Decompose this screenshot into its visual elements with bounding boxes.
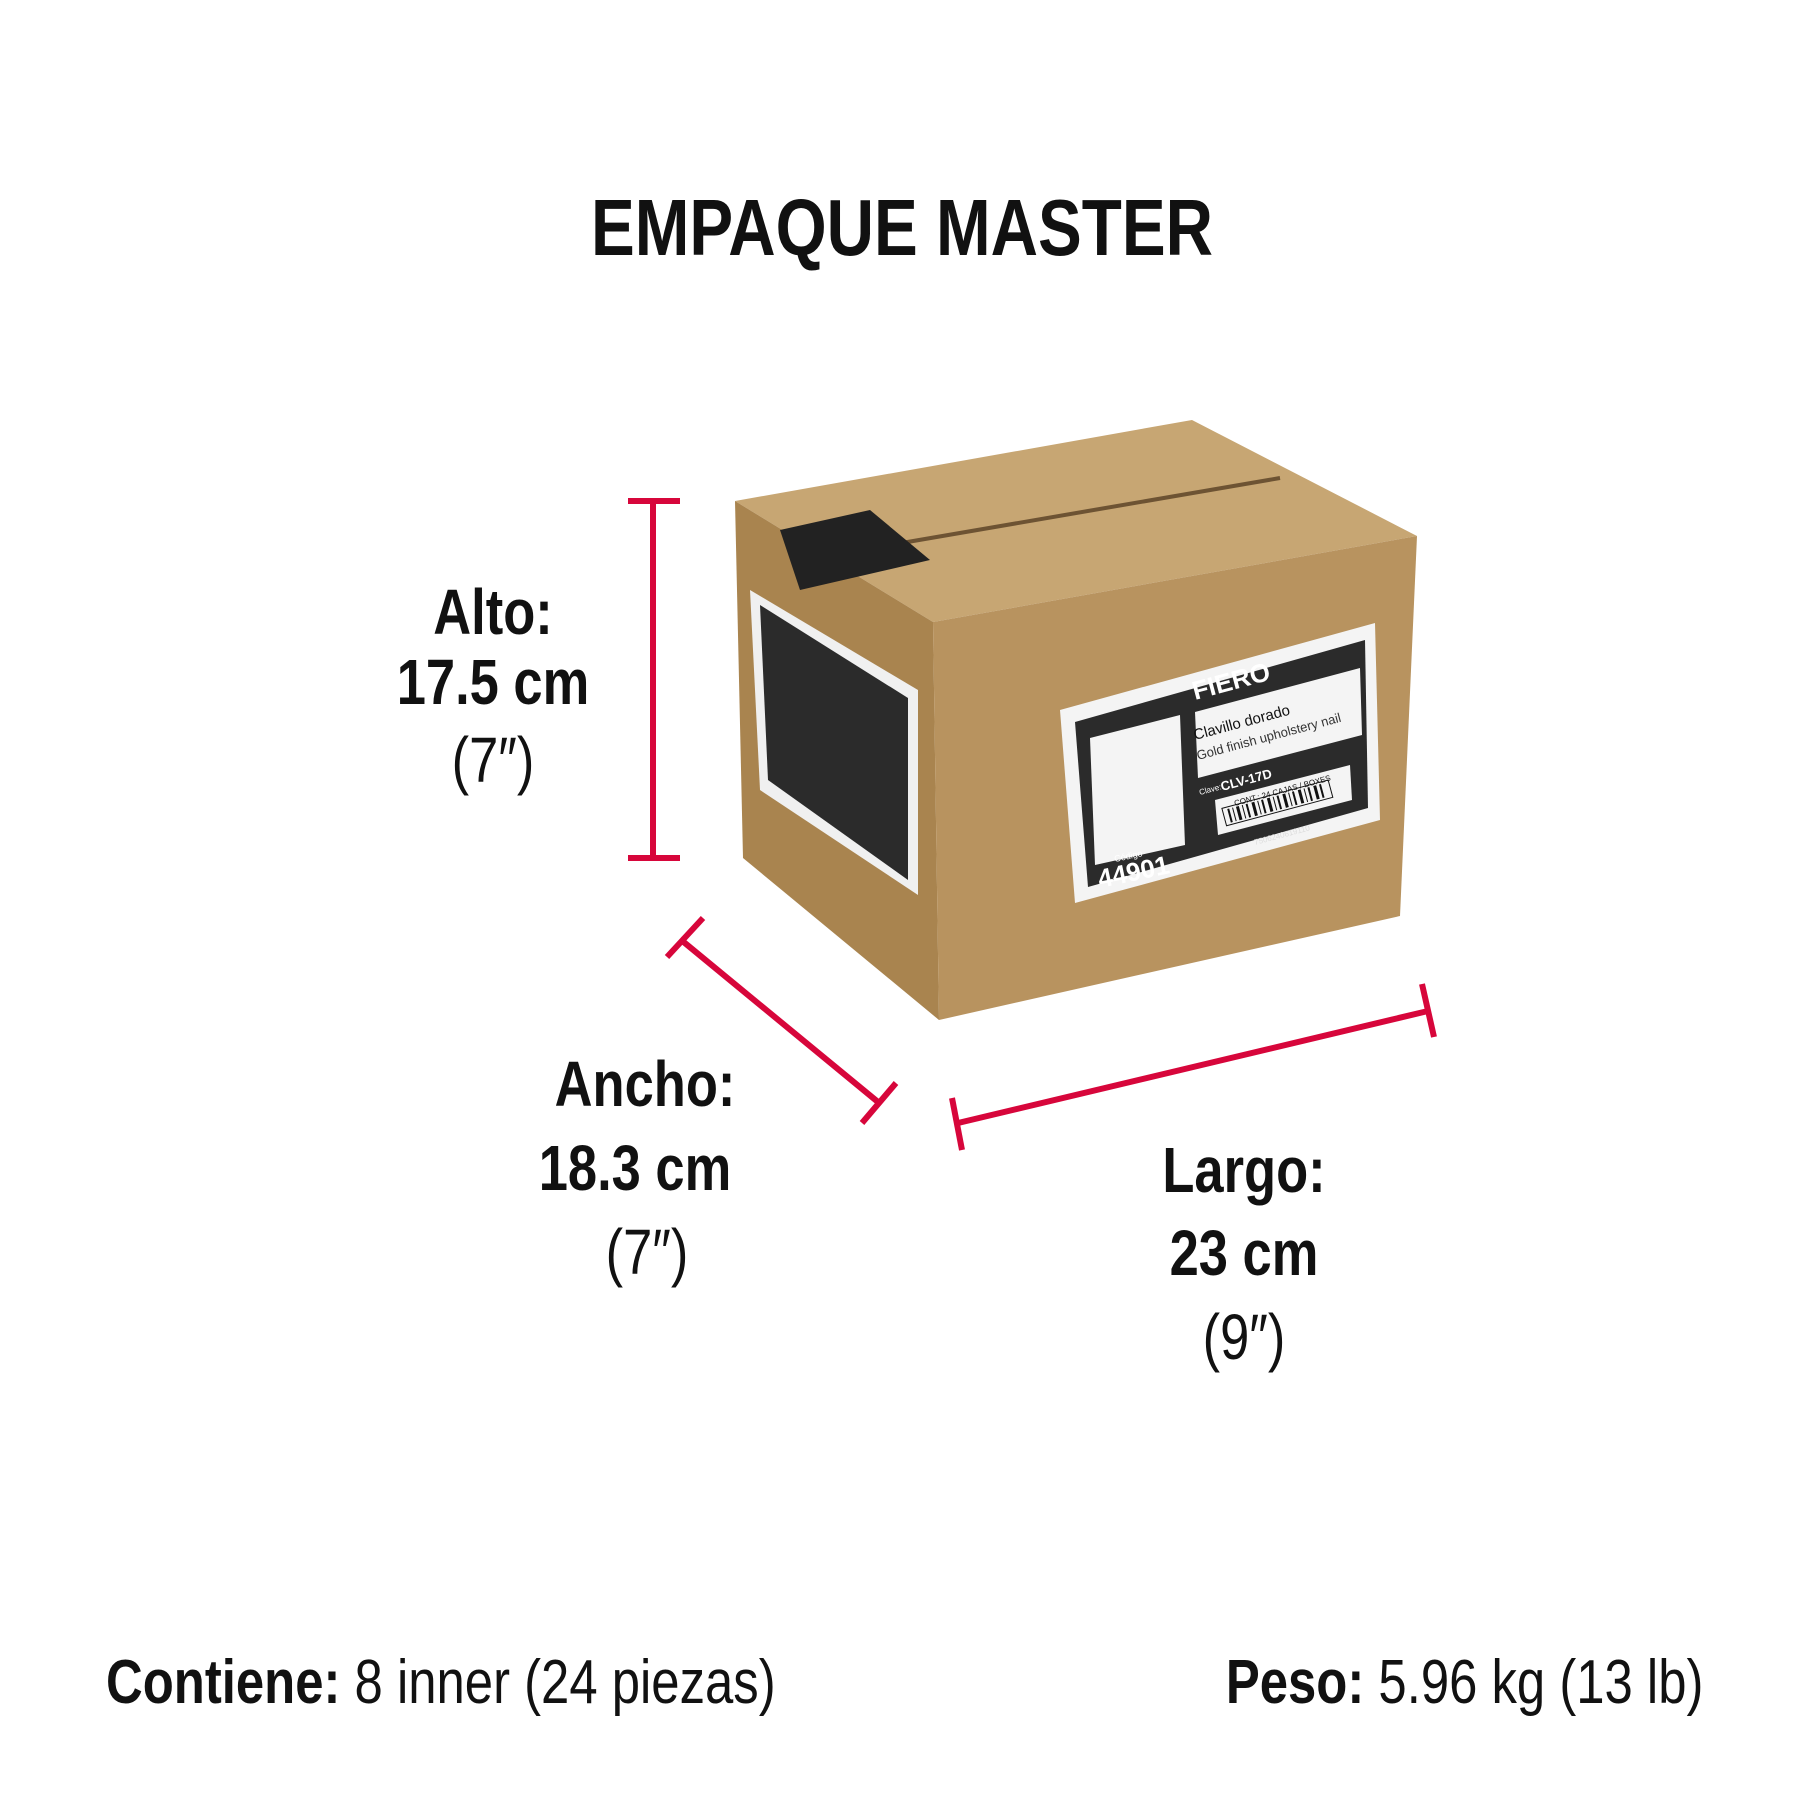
contiene-info: Contiene: 8 inner (24 piezas) [106,1652,776,1714]
ancho-label: Ancho: [554,1048,736,1120]
largo-label: Largo: [1162,1134,1326,1206]
largo-cap-end [1419,983,1437,1038]
largo-imperial: (9″) [1202,1301,1286,1373]
ancho-metric: 18.3 cm [538,1132,732,1204]
largo-line [957,1008,1429,1126]
box-sticker [780,510,930,590]
contiene-label: Contiene: [106,1648,341,1717]
dimension-markers [628,498,1437,1151]
largo-metric: 23 cm [1169,1217,1319,1289]
ancho-cap-start [664,915,706,960]
page-title: EMPAQUE MASTER [590,183,1214,272]
ancho-imperial: (7″) [605,1216,689,1288]
box-top [735,420,1417,622]
peso-value: 5.96 kg (13 lb) [1377,1648,1703,1717]
peso-label: Peso: [1225,1648,1364,1717]
contiene-value: 8 inner (24 piezas) [354,1648,776,1717]
box-front-label: FIERO Clavillo dorado Gold finish uphols… [1060,623,1380,903]
alto-label: Alto: [433,576,553,648]
box-side-label-panel [760,605,908,880]
ancho-cap-end [859,1081,899,1125]
alto-metric: 17.5 cm [396,646,590,718]
largo-cap-start [949,1097,965,1151]
box-tape-seam [889,476,1281,547]
peso-info: Peso: 5.96 kg (13 lb) [1225,1652,1703,1714]
barcode-bars [1221,779,1334,827]
ancho-line [678,936,880,1105]
alto-imperial: (7″) [451,724,535,796]
